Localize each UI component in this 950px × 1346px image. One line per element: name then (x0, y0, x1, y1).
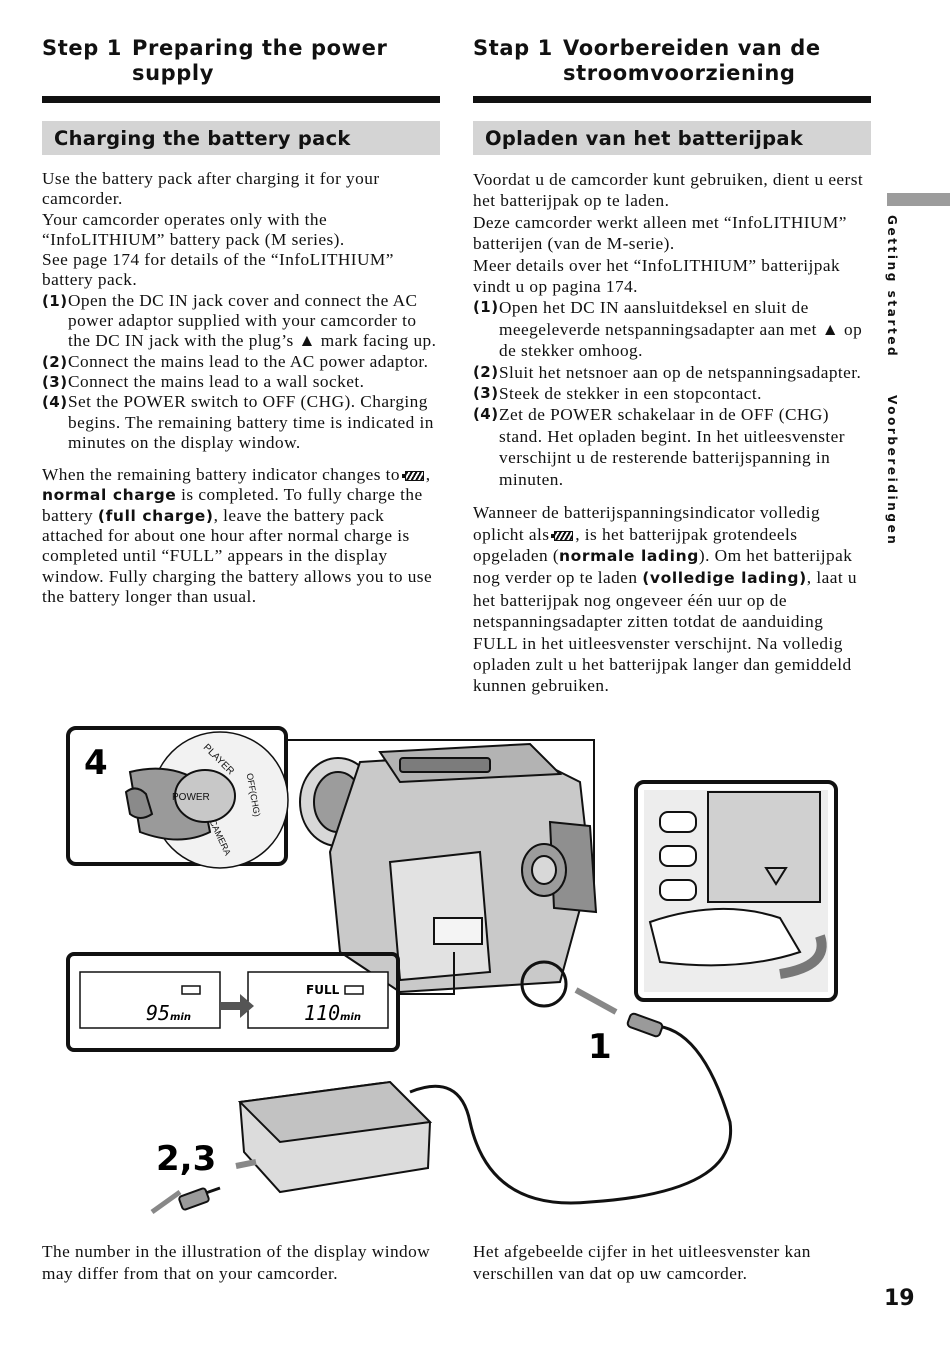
list-item: (4)Set the POWER switch to OFF (CHG). Ch… (42, 392, 440, 453)
term-normal-charge: normale lading (559, 546, 699, 565)
lcd-unit-before: min (170, 1012, 191, 1023)
step-item-text: Zet de POWER schakelaar in de OFF (CHG) … (499, 405, 846, 489)
step-item-text: Open het DC IN aansluitdeksel en sluit d… (499, 298, 863, 361)
step-item-text: Set the POWER switch to OFF (CHG). Charg… (68, 392, 434, 452)
list-item: (1)Open het DC IN aansluitdeksel en slui… (473, 297, 871, 361)
heading-rule (473, 96, 871, 103)
text-run: When the remaining battery indicator cha… (42, 465, 401, 485)
chapter-tab-text: Getting started Voorbereidingen (885, 215, 899, 546)
section-title: Opladen van het batterijpak (473, 121, 871, 155)
term-full-charge: (full charge) (97, 506, 214, 525)
triangle-mark-icon (764, 867, 788, 886)
chapter-label-nl: Voorbereidingen (885, 395, 899, 547)
text-run: , is het batterijpak grotendeels opgelad… (473, 524, 798, 565)
curved-arrow-icon (779, 934, 827, 979)
chapter-label-en: Getting started (885, 215, 899, 359)
battery-full-icon (401, 471, 424, 482)
term-full-charge: (volledige lading) (642, 569, 807, 588)
intro-line: Use the battery pack after charging it f… (42, 169, 380, 209)
text-run: ). Om het batterijpak nog verder op te l… (473, 545, 853, 588)
step-item-text: Sluit het netsnoer aan op de netspanning… (499, 362, 862, 382)
column-english: Step 1 Preparing the power supply Chargi… (42, 36, 440, 607)
caption-english: The number in the illustration of the di… (42, 1242, 431, 1283)
step-heading: Stap 1 Voorbereiden van de stroomvoorzie… (473, 36, 871, 86)
intro-line: See page 174 for details of the “InfoLIT… (42, 250, 394, 290)
list-item: (1)Open the DC IN jack cover and connect… (42, 291, 440, 352)
step-item-number: (1) (473, 298, 499, 317)
step-item-text: Steek de stekker in een stopcontact. (499, 384, 762, 404)
heading-rule (42, 96, 440, 103)
step-list: (1)Open het DC IN aansluitdeksel en slui… (473, 297, 871, 490)
intro-line: Your camcorder operates only with the “I… (42, 209, 345, 249)
battery-icon (344, 985, 364, 995)
switch-label-power: POWER (172, 792, 210, 803)
step-item-number: (2) (42, 352, 68, 371)
step-item-number: (4) (42, 393, 68, 412)
step-heading: Step 1 Preparing the power supply (42, 36, 440, 86)
arrow-right-icon (220, 994, 254, 1018)
display-window-callout (66, 952, 455, 1052)
power-switch-callout (66, 726, 595, 912)
charging-illustration: POWER PLAYER OFF(CHG) CAMERA 4 95 min 11… (66, 726, 838, 1215)
text-run: , (425, 465, 431, 485)
section-title: Charging the battery pack (42, 121, 440, 155)
step-number: Stap 1 (473, 36, 553, 60)
lcd-full-label: FULL (306, 983, 340, 997)
step-item-number: (1) (42, 291, 68, 310)
arrow-left-icon (150, 1189, 182, 1215)
step-item-text: Connect the mains lead to a wall socket. (68, 371, 365, 391)
step-item-number: (2) (473, 362, 499, 381)
step-label-4: 4 (84, 743, 108, 783)
step-label-2-3: 2,3 (156, 1139, 216, 1179)
body-text: Voordat u de camcorder kunt gebruiken, d… (473, 169, 871, 697)
battery-icon (181, 985, 201, 995)
text-run: , laat u het batterijpak nog ongeveer éé… (473, 568, 857, 696)
list-item: (4)Zet de POWER schakelaar in de OFF (CH… (473, 404, 871, 490)
step-number: Step 1 (42, 36, 122, 60)
body-text: Use the battery pack after charging it f… (42, 169, 440, 607)
ac-adaptor-drawing (150, 987, 733, 1215)
chapter-tab-marker (887, 193, 950, 206)
step-list: (1)Open the DC IN jack cover and connect… (42, 291, 440, 453)
text-run: Wanneer de batterijspanningsindicator vo… (473, 503, 821, 544)
battery-full-icon (551, 530, 574, 541)
arrow-icon (574, 987, 618, 1015)
step-item-number: (3) (42, 372, 68, 391)
list-item: (3)Connect the mains lead to a wall sock… (42, 372, 440, 392)
caption-dutch: Het afgebeelde cijfer in het uitleesvens… (473, 1242, 811, 1283)
step-title: Voorbereiden van de stroomvoorziening (563, 36, 821, 85)
charge-paragraph: When the remaining battery indicator cha… (42, 465, 440, 607)
text-run: , leave the battery pack attached for ab… (42, 505, 433, 606)
list-item: (2)Sluit het netsnoer aan op de netspann… (473, 362, 871, 383)
lcd-unit-after: min (340, 1012, 361, 1023)
list-item: (3)Steek de stekker in een stopcontact. (473, 383, 871, 404)
step-item-number: (4) (473, 405, 499, 424)
column-dutch: Stap 1 Voorbereiden van de stroomvoorzie… (473, 36, 871, 697)
intro-line: Deze camcorder werkt alleen met “InfoLIT… (473, 212, 847, 254)
list-item: (2)Connect the mains lead to the AC powe… (42, 352, 440, 372)
camcorder-drawing (299, 742, 598, 1008)
step-item-text: Connect the mains lead to the AC power a… (68, 351, 429, 371)
step-item-text: Open the DC IN jack cover and connect th… (68, 290, 437, 351)
lcd-value-after: 110 (304, 1001, 340, 1025)
step-title: Preparing the power supply (132, 36, 388, 85)
intro-line: Voordat u de camcorder kunt gebruiken, d… (473, 170, 864, 211)
step-item-number: (3) (473, 384, 499, 403)
dc-in-jack-callout (634, 780, 838, 1002)
page-number: 19 (884, 1286, 915, 1311)
arrow-icon (235, 1159, 257, 1169)
text-run: is completed. To fully charge the batter… (42, 485, 423, 525)
term-normal-charge: normal charge (42, 486, 177, 505)
intro-line: Meer details over het “InfoLITHIUM” batt… (473, 255, 841, 297)
charge-paragraph: Wanneer de batterijspanningsindicator vo… (473, 502, 871, 697)
lcd-value-before: 95 (146, 1001, 170, 1025)
step-label-1: 1 (588, 1027, 612, 1067)
